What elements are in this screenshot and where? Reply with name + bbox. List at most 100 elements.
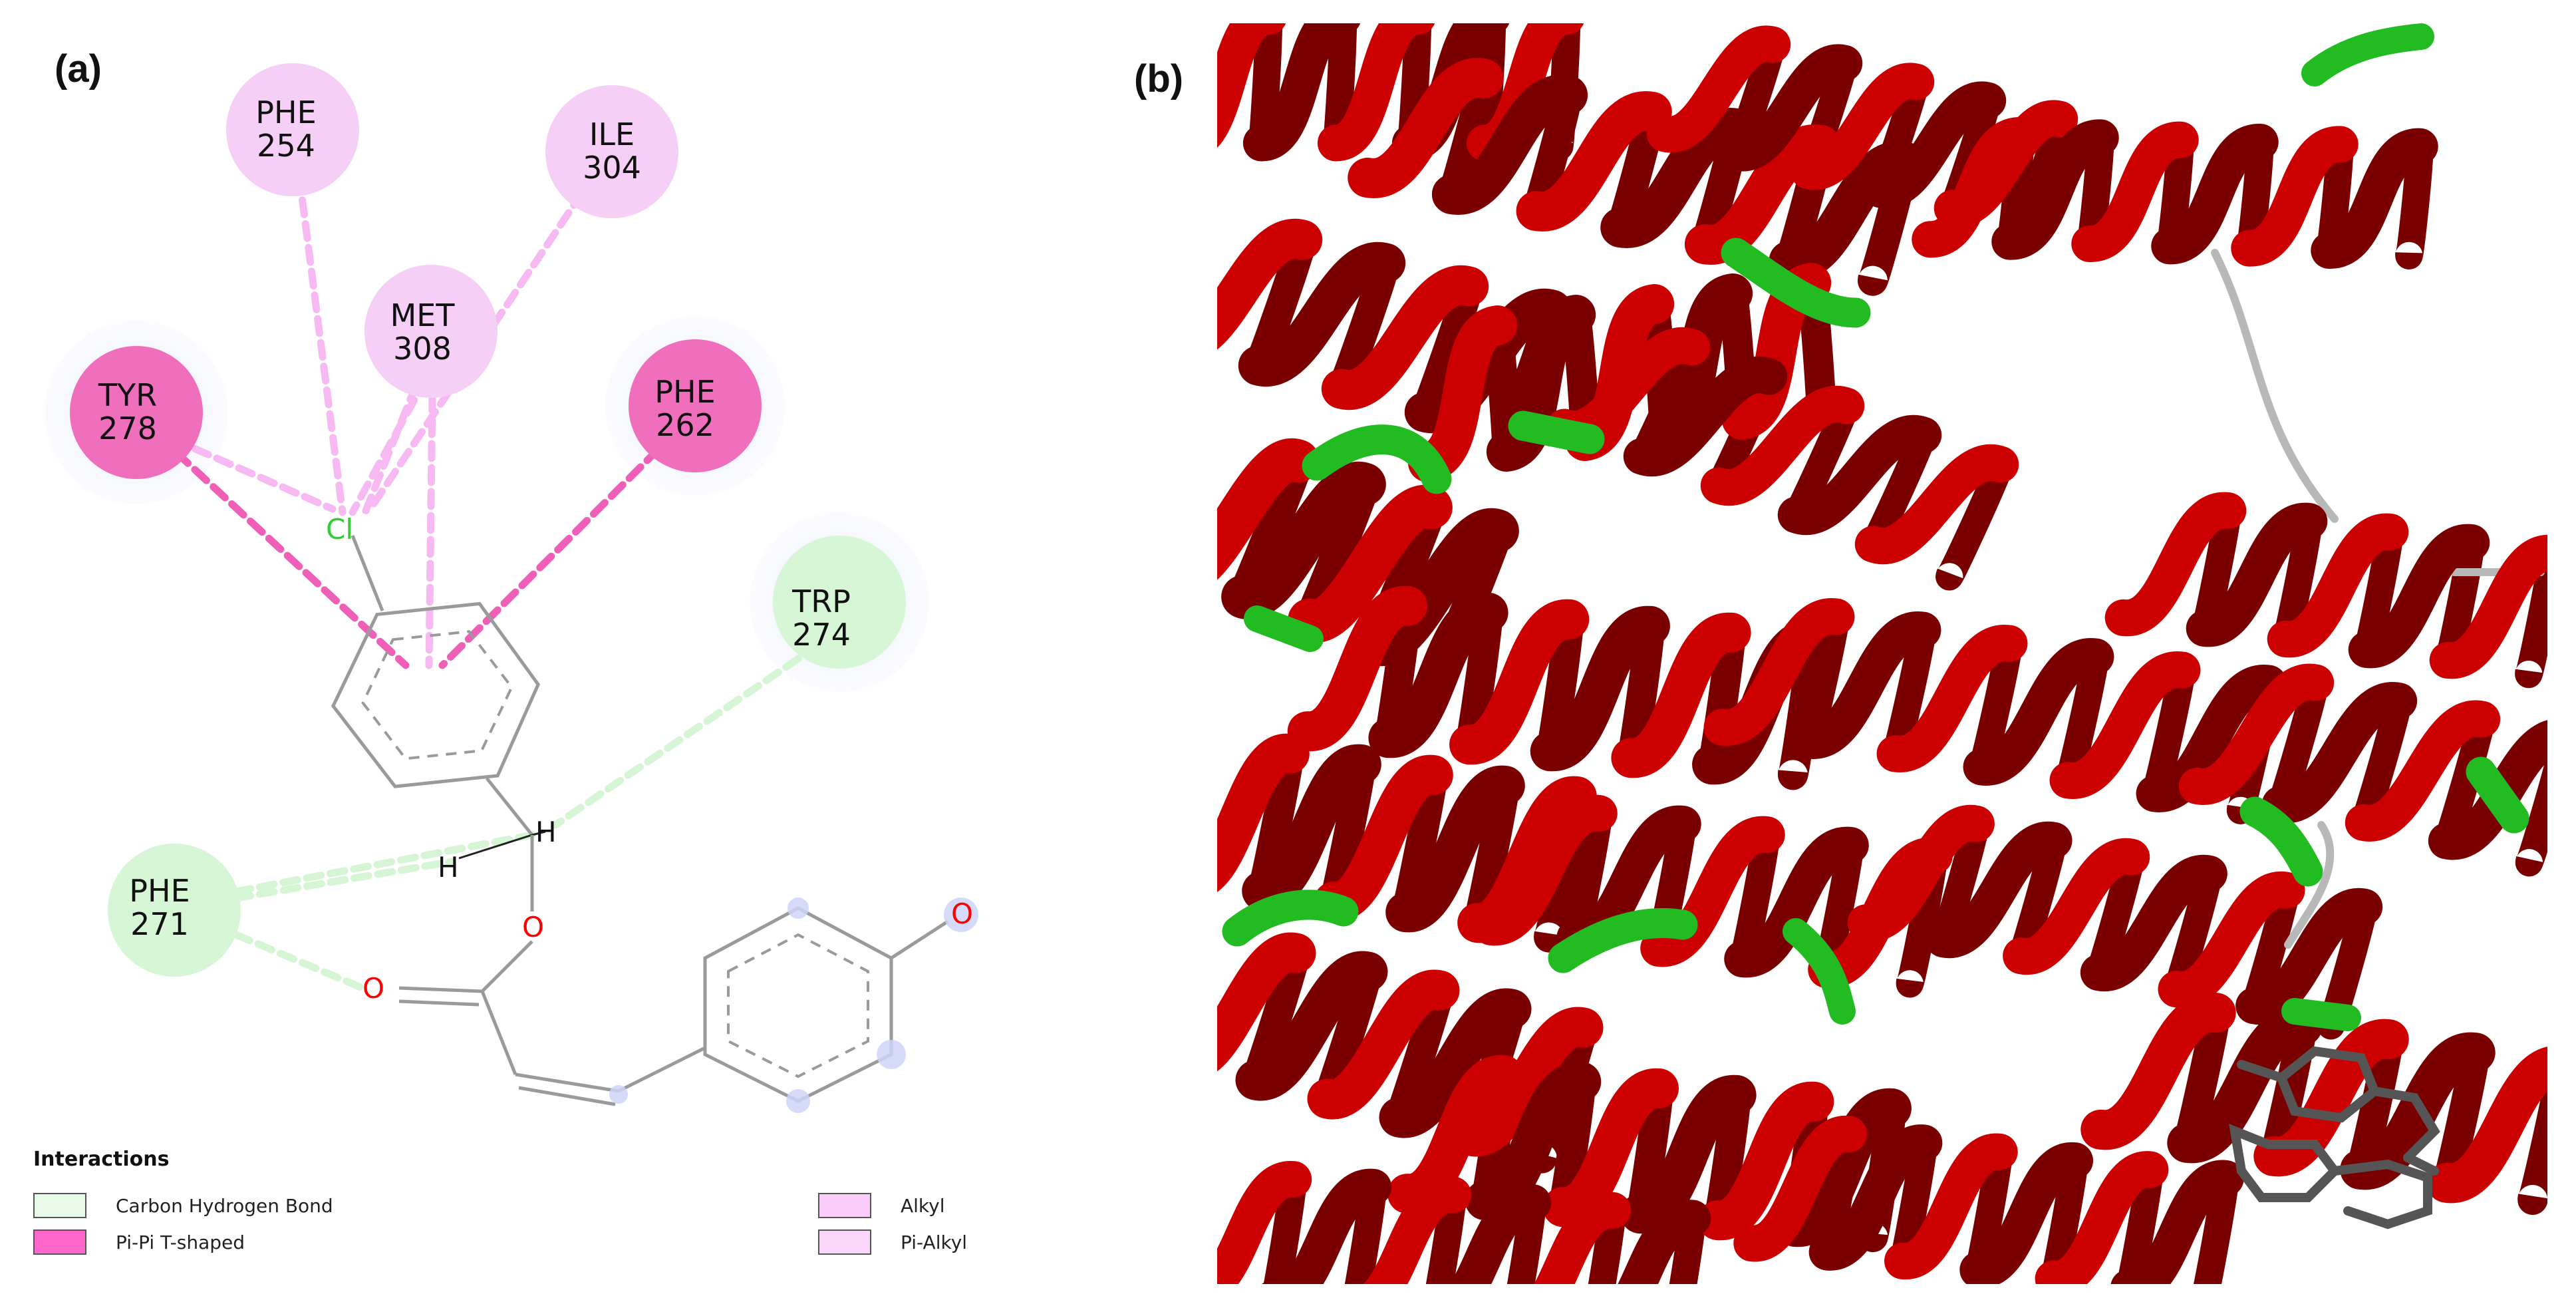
helix-turn [1288, 485, 1453, 643]
interaction-diagram-svg: PHE 254 ILE 304 MET 308 TYR 278 PHE 262 … [45, 63, 978, 1113]
phe254-contact-line [295, 172, 347, 516]
trp274-number: 274 [792, 617, 851, 653]
helix-turn [1963, 638, 2114, 786]
met308-number: 308 [393, 331, 452, 367]
ligand-stick [2330, 1159, 2432, 1229]
helix-turn [1542, 1068, 1679, 1227]
helix-turn [2267, 514, 2409, 657]
helix-turn [1451, 1007, 1604, 1157]
helix-turn [1700, 385, 1865, 506]
helix-turn [1703, 598, 1855, 746]
tyr278-cl-line [169, 435, 337, 513]
helix-turn [2231, 126, 2359, 267]
helix-turn [1516, 91, 1672, 232]
helix-turn [1217, 1161, 1312, 1284]
legend-swatch-alkyl [818, 1193, 871, 1218]
met308-name: MET [390, 297, 456, 333]
helix-turn [1321, 265, 1489, 410]
ile304-number: 304 [583, 150, 641, 186]
helix-turn [1733, 1116, 1868, 1262]
met308-cl-line-b [358, 382, 420, 523]
helix-turn [1600, 108, 1757, 248]
helix-turn [1912, 117, 2039, 258]
legend-label-pi-pi-t-shaped: Pi-Pi T-shaped [116, 1231, 245, 1253]
helix-turn [1530, 605, 1670, 772]
helix-back [2515, 551, 2547, 688]
ligand-structure [331, 535, 949, 1106]
helix-turn [2348, 524, 2490, 668]
helix-turn [2235, 888, 2383, 1025]
interaction-diagram-panel: (a) [0, 0, 1217, 1304]
phe254-number: 254 [257, 128, 315, 164]
phe262-ring-line [438, 445, 662, 669]
trp274-name: TRP [791, 583, 851, 619]
helix-turn [1991, 119, 2119, 260]
ligand-stick [2229, 1123, 2341, 1202]
helix-turn [1363, 1176, 1472, 1284]
helix-turn [1449, 599, 1590, 765]
helix-turn [1217, 932, 1316, 1072]
helix-turn [1431, 75, 1588, 215]
helix-turn [1646, 25, 1791, 153]
helix-turn [1473, 795, 1618, 945]
trp274-disc [773, 536, 906, 669]
carbonyl-oxygen-label: O [362, 972, 384, 1005]
turn-segment [2281, 998, 2361, 1031]
phe271-hbond-line-b [232, 858, 456, 902]
helix-turn [2429, 535, 2547, 679]
ile304-name: ILE [589, 116, 635, 152]
helix-turn [2003, 838, 2150, 975]
helix-turn [1620, 1074, 1757, 1234]
helix-turn [2151, 124, 2279, 265]
helix-turn [1307, 969, 1460, 1120]
legend-label-alkyl: Alkyl [901, 1194, 945, 1217]
helix-turn [1262, 1168, 1392, 1284]
helix-turn [2080, 855, 2227, 991]
helix-turn [1854, 444, 2019, 565]
turn-segment [1302, 424, 1452, 494]
legend-item-carbon-hydrogen-bond: Carbon Hydrogen Bond [33, 1193, 333, 1218]
legend-label-carbon-hydrogen-bond: Carbon Hydrogen Bond [116, 1194, 333, 1217]
ligand-stick [2403, 1153, 2439, 1176]
ligand-stick [2370, 1086, 2440, 1162]
helix-turn [1684, 124, 1841, 265]
helix-turn [1221, 462, 1386, 619]
helix-turn [1724, 827, 1869, 977]
legend-item-pi-alkyl: Pi-Alkyl [818, 1229, 967, 1255]
hydrogen-atom-label-1: H [438, 851, 459, 884]
coil-segment [2284, 821, 2335, 949]
residue-discs [70, 63, 906, 977]
legend-title: Interactions [33, 1148, 170, 1171]
protein-ribbon-panel: (b) [1134, 0, 2576, 1304]
tyr278-name: TYR [98, 377, 157, 413]
helix-turn [1217, 23, 1286, 146]
phe254-disc [226, 63, 359, 196]
helix-turn [1449, 1184, 1552, 1284]
helix-back [2517, 1063, 2547, 1215]
helix-turn [1217, 733, 1310, 892]
phe271-hbond-line-a [232, 831, 536, 896]
helix-turn [1862, 81, 2007, 209]
helix-turn [1354, 508, 1519, 666]
helix-turn [1407, 305, 1518, 482]
turn-segment [2301, 23, 2434, 86]
turn-segment [1244, 605, 1324, 652]
hydrogen-atom-label-2: H [535, 816, 557, 848]
met308-disc [364, 265, 498, 398]
legend-swatch-pi-alkyl [818, 1229, 871, 1255]
helix-turn [2049, 651, 2201, 799]
met308-ring-line [425, 392, 436, 669]
ile304-disc [545, 85, 678, 218]
helix-turn [1235, 951, 1388, 1101]
helix-turn [2426, 1047, 2547, 1204]
trp274-hbond-line [551, 655, 802, 829]
helix-turn [1847, 805, 1995, 941]
helix-turn [1242, 23, 1360, 162]
helix-turn [2186, 503, 2328, 647]
helix-turn [2261, 682, 2418, 824]
legend-item-alkyl: Alkyl [818, 1193, 945, 1218]
turn-segment [1508, 410, 1605, 454]
helix-turn [1623, 356, 1788, 477]
phe262-disc [629, 339, 762, 472]
phe262-number: 262 [656, 407, 714, 443]
